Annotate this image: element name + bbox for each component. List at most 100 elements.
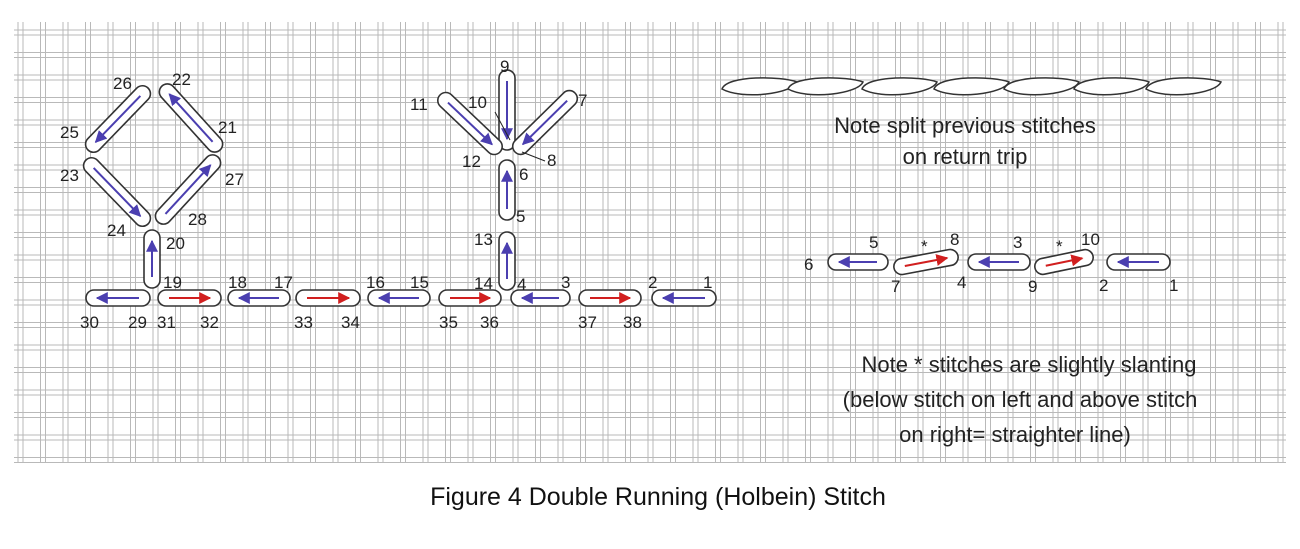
label-22: 22 [172,70,191,89]
label-26: 26 [113,74,132,93]
label-12: 12 [462,152,481,171]
label-7: 7 [578,91,587,110]
stitch-11-12 [437,91,504,156]
stitch-29-30 [85,289,151,307]
label-14: 14 [474,274,493,293]
asterisk-right: * [1056,237,1063,256]
label-2: 2 [648,273,657,292]
figure-caption: Figure 4 Double Running (Holbein) Stitch [430,483,886,511]
label-5: 5 [516,207,525,226]
split-stitch-5 [1003,77,1080,96]
note-slant-line-2: (below stitch on left and above stitch [843,387,1198,412]
label-11: 11 [410,95,428,114]
label-6: 6 [519,165,528,184]
stitch-3-4 [510,289,571,307]
label-1: 1 [703,273,712,292]
left-diagram-labels: 1 2 3 4 5 6 7 8 9 10 11 12 13 14 15 16 1… [60,57,712,332]
right-diagram-labels: 1 2 3 4 5 6 7 8 9 10 * * [804,230,1178,296]
stitch-35-36 [438,289,502,307]
right-label-3: 3 [1013,233,1022,252]
stitch-23-24 [82,156,152,228]
note-split-line-1: Note split previous stitches [834,113,1096,138]
stitch-31-32 [157,289,222,307]
note-slant-line-1: Note * stitches are slightly slanting [861,352,1196,377]
right-stitch-1-2 [1106,253,1171,271]
label-16: 16 [366,273,385,292]
stitch-arrow [92,167,142,217]
split-stitch-4 [933,77,1010,96]
stitch-17-18 [227,289,291,307]
note-split-line-2: on return trip [903,144,1028,169]
stitches-layer [82,69,1171,307]
stitch-arrow [94,95,142,143]
stitch-7-8 [511,89,579,156]
stitch-37-38 [578,289,642,307]
label-15: 15 [410,273,429,292]
label-38: 38 [623,313,642,332]
leader-line-10 [494,111,511,141]
stitch-25-26 [84,84,152,154]
label-30: 30 [80,313,99,332]
asterisk-left: * [921,237,928,256]
label-32: 32 [200,313,219,332]
label-4: 4 [517,275,526,294]
stitch-arrow [521,99,568,146]
right-label-5: 5 [869,233,878,252]
label-17: 17 [274,273,293,292]
right-stitch-3-4 [967,253,1031,271]
note-slant-line-3: on right= straighter line) [899,422,1131,447]
right-stitch-9-10 [1034,248,1094,276]
stitch-5-6 [498,159,516,221]
right-label-2: 2 [1099,276,1108,295]
label-20: 20 [166,234,185,253]
label-33: 33 [294,313,313,332]
stitch-arrow [904,254,949,267]
split-stitch-7 [1145,77,1222,96]
stitch-15-16 [367,289,431,307]
right-label-1: 1 [1169,276,1178,295]
label-25: 25 [60,123,79,142]
label-36: 36 [480,313,499,332]
label-3: 3 [561,273,570,292]
stitch-arrow [447,101,493,146]
stitch-1-2 [651,289,717,307]
right-label-9: 9 [1028,277,1037,296]
label-37: 37 [578,313,597,332]
stitch-arrow [164,164,212,215]
label-34: 34 [341,313,360,332]
right-stitch-5-6 [827,253,889,271]
label-21: 21 [218,118,237,137]
notes: Note split previous stitches on return t… [834,113,1197,447]
right-label-10: 10 [1081,230,1100,249]
split-stitch-3 [861,77,938,96]
leader-line-8 [521,151,546,162]
right-label-4: 4 [957,273,966,292]
stitch-arrow [168,93,214,143]
right-label-7: 7 [891,277,900,296]
stitch-9-10 [498,69,516,151]
split-stitch-2 [787,77,864,96]
right-label-6: 6 [804,255,813,274]
right-label-8: 8 [950,230,959,249]
label-13: 13 [474,230,493,249]
stitch-13-14 [498,231,516,291]
stitch-21-22 [158,83,224,153]
label-31: 31 [157,313,176,332]
label-10: 10 [468,93,487,112]
split-stitch-sample [721,77,1222,96]
stitch-19-20 [143,229,161,289]
label-9: 9 [500,57,509,76]
right-stitch-7-8 [893,248,959,276]
label-19: 19 [163,273,182,292]
label-8: 8 [547,151,556,170]
stitch-33-34 [295,289,361,307]
label-24: 24 [107,221,126,240]
label-27: 27 [225,170,244,189]
label-29: 29 [128,313,147,332]
label-18: 18 [228,273,247,292]
split-stitch-6 [1073,77,1150,96]
label-28: 28 [188,210,207,229]
stitch-arrow [1045,254,1084,267]
stitch-27-28 [154,154,222,225]
